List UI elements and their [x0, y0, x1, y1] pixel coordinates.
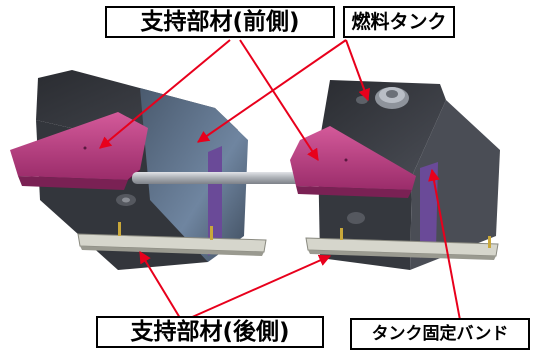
right-front-support [290, 126, 416, 198]
arrow-fuel-tank-right [345, 39, 370, 102]
rear-support-label: 支持部材(後側) [96, 316, 324, 348]
fuel-tank-label: 燃料タンク [343, 6, 455, 38]
leader-arrows [99, 39, 461, 321]
tank-band-label: タンク固定バンド [350, 318, 530, 350]
right-tank-outlet [347, 212, 365, 224]
arrow-fuel-tank-left [197, 39, 347, 143]
arrow-front-support-left [99, 39, 231, 149]
left-tank-outlet-core [122, 197, 130, 203]
left-rear-support [77, 222, 267, 256]
arrow-rear-support-right [189, 254, 332, 319]
arrow-tank-band [428, 168, 461, 321]
connecting-rod [132, 172, 304, 184]
left-front-support [10, 112, 148, 190]
arrow-front-support-right [239, 39, 319, 162]
front-support-label: 支持部材(前側) [105, 6, 335, 38]
arrow-rear-support-left [139, 250, 181, 319]
right-tank-band [420, 162, 438, 258]
